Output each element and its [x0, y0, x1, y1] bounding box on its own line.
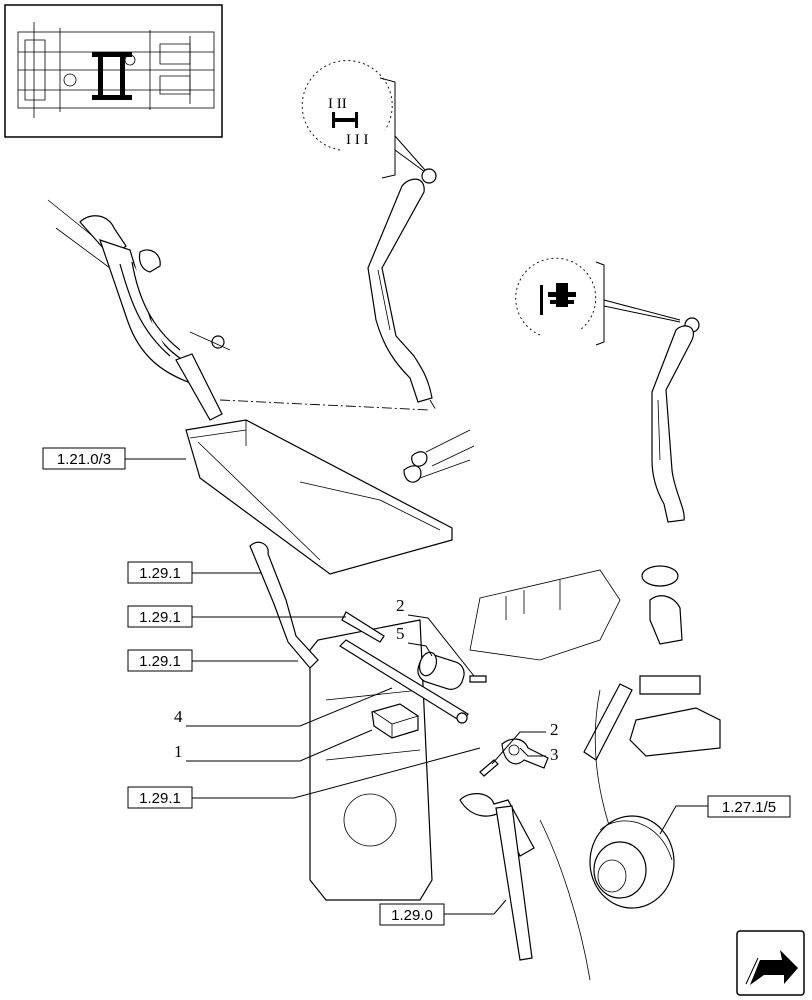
callout-4: 4	[174, 687, 393, 727]
selector-shaft	[339, 639, 469, 724]
callout-number: 2	[550, 720, 559, 739]
reference-box-1-29-1-b: 1.29.1	[127, 605, 346, 628]
selector-block	[371, 703, 419, 739]
reference-label: 1.29.0	[391, 907, 433, 924]
callout-number: 3	[550, 745, 559, 764]
next-page-arrow-icon[interactable]	[736, 930, 805, 996]
callout-3: 3	[519, 745, 559, 764]
gear-pattern-bottom-text: I I I	[346, 132, 369, 148]
range-lever-center	[367, 168, 437, 403]
callout-number: 4	[174, 707, 183, 726]
clutch-pack	[589, 815, 675, 909]
reference-box-1-29-0: 1.29.0	[379, 899, 507, 926]
shift-fork-sleeve	[417, 651, 465, 690]
pedal-lever	[459, 793, 591, 981]
reference-label: 1.29.1	[139, 653, 181, 670]
tractor-drive-icon	[515, 257, 681, 346]
callout-2-right: 2	[491, 720, 559, 765]
housing-cover-plate	[185, 419, 475, 575]
gear-lever-assembly-left	[47, 199, 231, 421]
callout-5: 5	[396, 624, 433, 657]
reference-box-1-27-1-5: 1.27.1/5	[659, 795, 791, 835]
right-side-components	[583, 565, 721, 841]
callout-number: 5	[396, 624, 405, 643]
spring-pin-right	[479, 759, 499, 777]
callout-1: 1	[174, 729, 373, 762]
spring-pin-top	[469, 675, 487, 683]
reference-box-1-29-1-d: 1.29.1	[127, 747, 481, 809]
reference-box-1-21-0-3: 1.21.0/3	[42, 447, 186, 470]
reference-label: 1.21.0/3	[57, 451, 111, 468]
reference-label: 1.29.1	[139, 609, 181, 626]
callout-number: 1	[174, 742, 183, 761]
gear-shift-pattern-icon: I II I I I	[301, 60, 426, 179]
reference-box-1-29-1-c: 1.29.1	[127, 649, 298, 672]
reference-label: 1.27.1/5	[722, 799, 776, 816]
callout-2-top: 2	[396, 596, 475, 677]
shift-lever-handle	[249, 541, 319, 669]
gearbox-housing	[309, 569, 621, 901]
callout-number: 2	[396, 596, 405, 615]
transmission-thumbnail-icon	[4, 4, 223, 138]
reference-label: 1.29.1	[139, 790, 181, 807]
reference-box-1-29-1-a: 1.29.1	[127, 561, 262, 584]
gear-pattern-top-text: I II	[328, 96, 347, 112]
shuttle-lever-right	[651, 317, 700, 523]
reference-label: 1.29.1	[139, 565, 181, 582]
